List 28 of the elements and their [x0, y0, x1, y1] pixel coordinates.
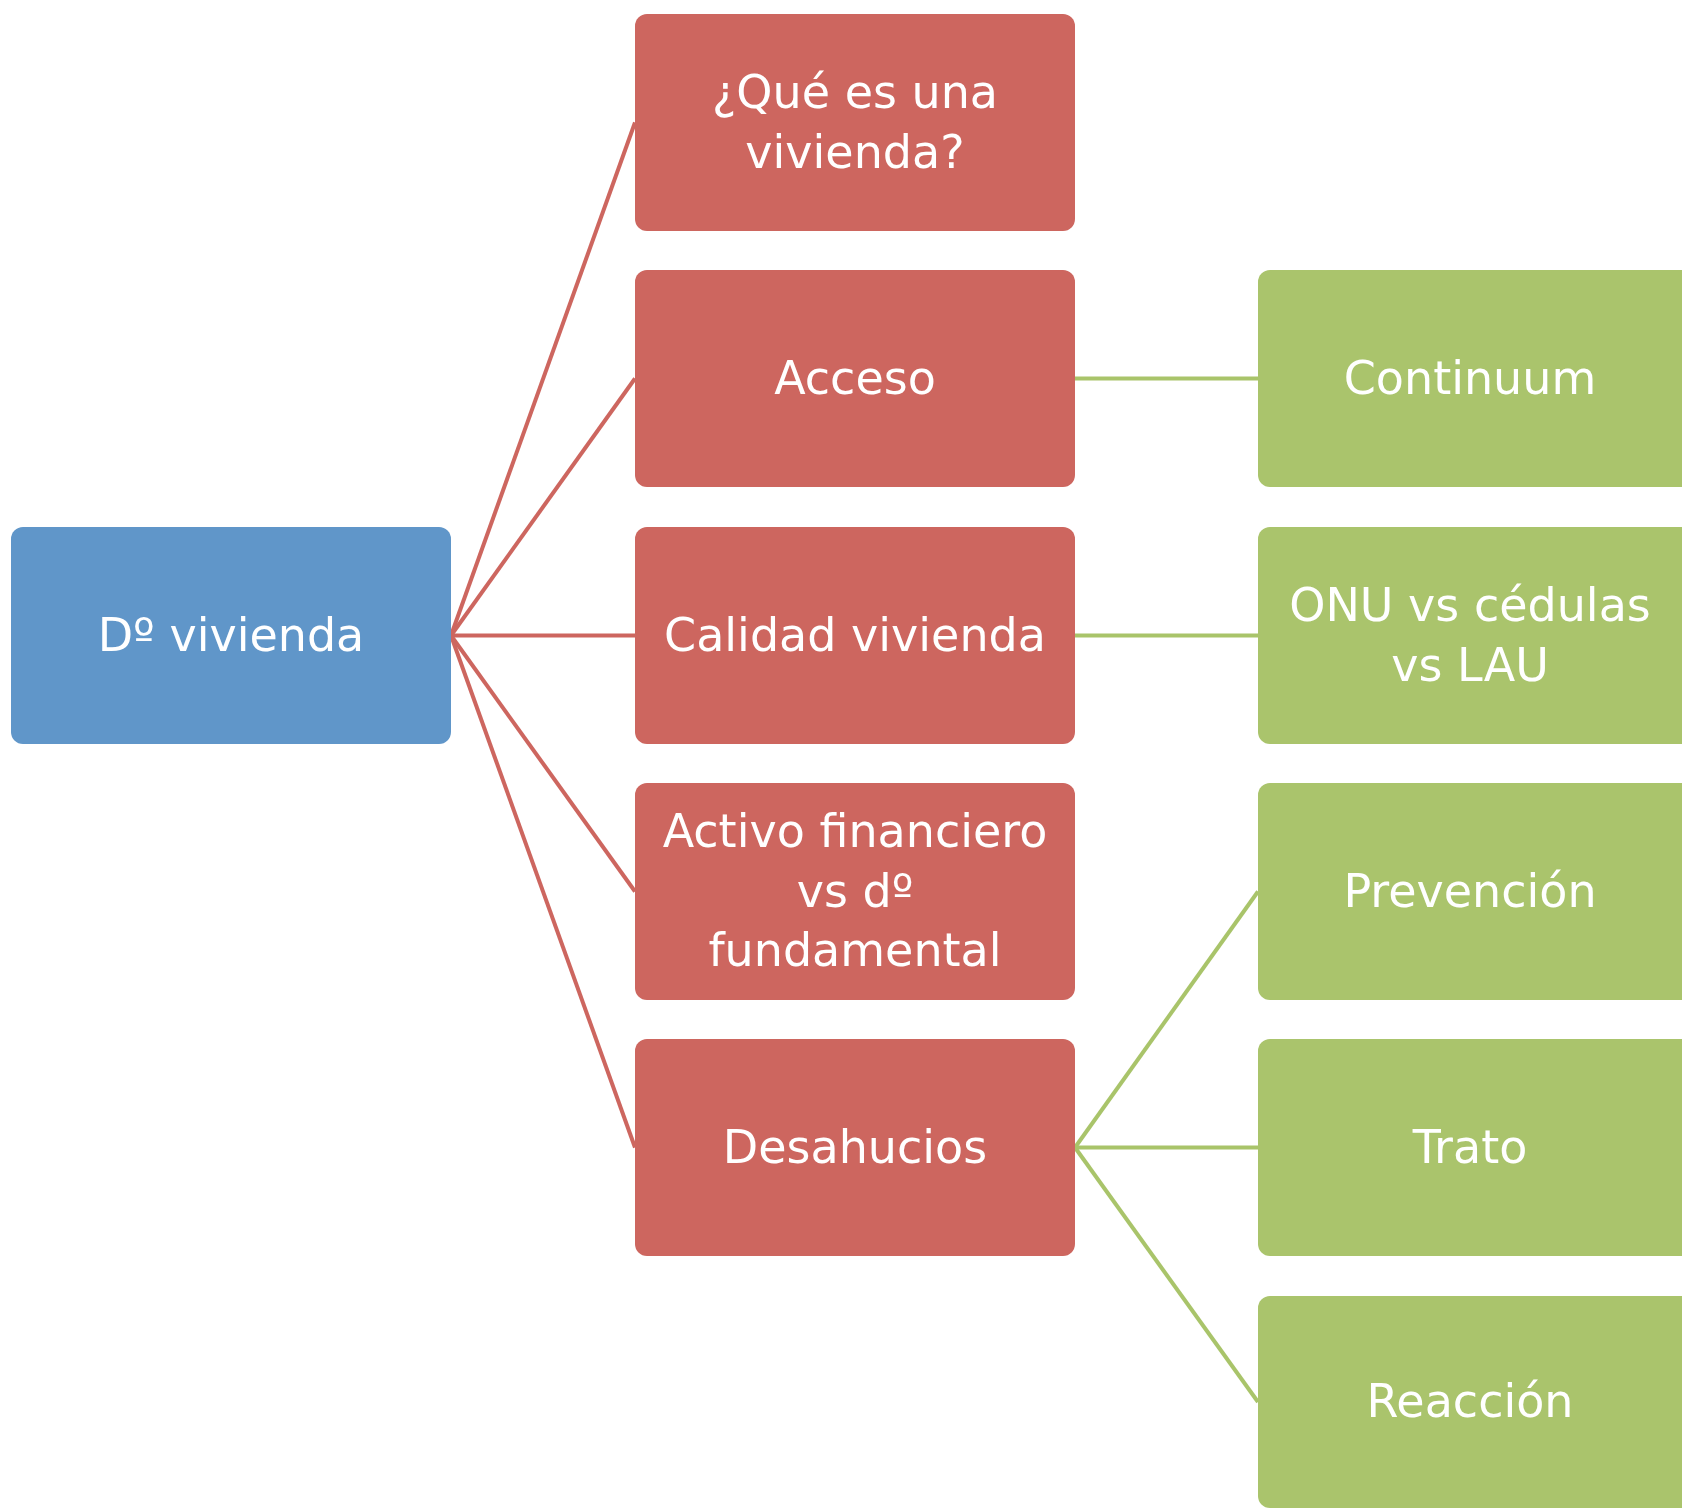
box-label: Trato: [1412, 1118, 1528, 1176]
box-label: Desahucios: [722, 1118, 988, 1176]
box-label: Reacción: [1366, 1373, 1574, 1431]
box-label: Calidad vivienda: [664, 606, 1046, 664]
box-label: ONU vs cédulas vs LAU: [1288, 576, 1652, 694]
subtopic-box: [1258, 1296, 1682, 1508]
connector-line: [1075, 376, 1258, 381]
connector-line: [1075, 1145, 1258, 1150]
subtopic-box: [1258, 783, 1682, 1000]
topic-box: [635, 527, 1075, 744]
box-label: ¿Qué es una vivienda?: [710, 63, 1000, 181]
connector-line: [1073, 890, 1260, 1149]
box-label: Acceso: [774, 349, 936, 407]
box-label: Activo financiero vs dº fundamental: [661, 802, 1049, 980]
subtopic-box: [1258, 270, 1682, 487]
topic-box: [635, 1039, 1075, 1256]
subtopic-box: [1258, 1039, 1682, 1256]
box-label: Prevención: [1343, 862, 1597, 920]
connector-line: [1075, 633, 1258, 638]
box-label: Continuum: [1343, 349, 1597, 407]
box-label: Dº vivienda: [97, 606, 365, 664]
connector-line: [451, 633, 635, 638]
topic-box: [635, 14, 1075, 231]
topic-box: [635, 783, 1075, 1000]
subtopic-box: [1258, 527, 1682, 744]
topic-box: [635, 270, 1075, 487]
connector-line: [1073, 1146, 1260, 1404]
root-box: [11, 527, 451, 744]
